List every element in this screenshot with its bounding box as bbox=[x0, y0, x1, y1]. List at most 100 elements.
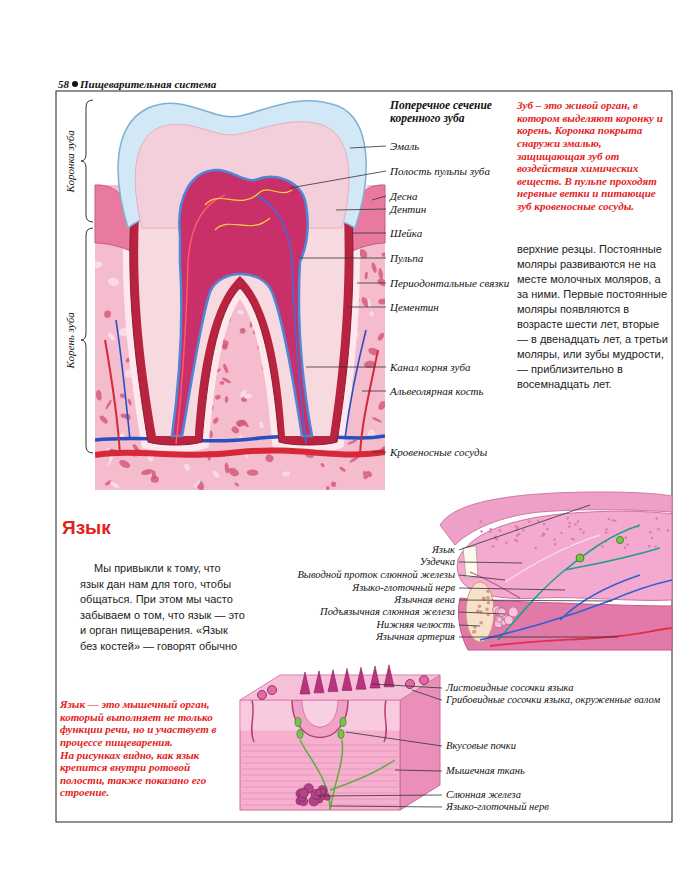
bone-pore bbox=[109, 480, 121, 490]
part-label: Язычная артерия bbox=[376, 631, 455, 643]
bone-pore bbox=[478, 605, 482, 609]
bone-pore bbox=[247, 469, 259, 476]
bone-pore bbox=[239, 389, 248, 398]
bone-pore bbox=[107, 277, 120, 287]
section-heading: Язык bbox=[62, 518, 111, 539]
leader-line bbox=[459, 505, 590, 550]
papilla-dot bbox=[516, 540, 519, 543]
leader-line bbox=[352, 233, 386, 234]
bone-pore bbox=[367, 299, 371, 308]
foliate-papilla bbox=[384, 665, 394, 687]
papilla-dot bbox=[489, 530, 492, 533]
bone-pore bbox=[472, 630, 476, 634]
bone-pore bbox=[326, 486, 330, 490]
papilla-dot bbox=[560, 532, 563, 535]
part-label: Шейка bbox=[390, 227, 422, 240]
bone-pore bbox=[482, 597, 486, 601]
foliate-papilla bbox=[300, 672, 310, 694]
pulp-nerve bbox=[205, 190, 292, 230]
part-label: Выводной проток слюнной железы bbox=[297, 569, 455, 581]
leader-line bbox=[459, 612, 505, 614]
papilla-dot bbox=[605, 531, 608, 534]
muscle-fiber bbox=[242, 757, 398, 758]
leader-line bbox=[459, 600, 612, 601]
block-front bbox=[240, 700, 400, 810]
bone-pore bbox=[479, 621, 483, 625]
bone-pore bbox=[239, 328, 246, 335]
bone-pore bbox=[221, 376, 231, 384]
salivary-gland bbox=[324, 794, 330, 800]
bone-pore bbox=[103, 310, 111, 319]
salivary-gland bbox=[497, 617, 503, 623]
part-label: Мышечная ткань bbox=[446, 765, 525, 777]
papilla-dot bbox=[657, 528, 660, 531]
bone-pore bbox=[237, 420, 245, 428]
tongue-illustration bbox=[440, 492, 672, 650]
part-label: Альвеолярная кость bbox=[390, 385, 484, 398]
muscle-fiber bbox=[242, 745, 398, 746]
bone-pore bbox=[487, 601, 491, 605]
papilla-dot bbox=[541, 535, 544, 538]
leader-line bbox=[372, 196, 386, 200]
papilla-dot bbox=[571, 537, 574, 540]
part-label: Канал корня зуба bbox=[390, 361, 471, 374]
bone-pore bbox=[347, 439, 358, 445]
fungiform-papilla bbox=[420, 676, 429, 685]
bone-pore bbox=[370, 262, 377, 274]
bone-pore bbox=[107, 455, 114, 466]
papilla-dot bbox=[605, 528, 608, 531]
page-number: 58 bbox=[58, 78, 69, 91]
bone-pore bbox=[378, 299, 385, 305]
part-label: Нижняя челюсть bbox=[377, 619, 455, 631]
leader-line bbox=[412, 690, 442, 700]
part-label: Слюнная железа bbox=[446, 789, 521, 801]
bone-pore bbox=[212, 417, 220, 425]
papilla-dot bbox=[582, 531, 585, 534]
salivary-gland bbox=[498, 608, 506, 616]
papilla-dot bbox=[612, 519, 615, 522]
body-text: Мы привыкли к тому, что язык дан нам для… bbox=[80, 561, 245, 654]
body-text: верхние резцы. Постоянные моляры развива… bbox=[517, 242, 670, 392]
salivary-duct bbox=[505, 535, 600, 582]
bone-pore bbox=[236, 309, 244, 315]
bone-pore bbox=[363, 470, 367, 476]
page-frame bbox=[56, 81, 672, 822]
papilla-dot bbox=[608, 518, 611, 521]
papilla-dot bbox=[568, 522, 571, 525]
papilla-dot bbox=[655, 517, 658, 520]
nerve-ganglion bbox=[576, 554, 584, 562]
nerve bbox=[300, 740, 395, 810]
leader-line bbox=[459, 562, 522, 563]
bone-pore bbox=[330, 481, 336, 487]
foliate-papilla bbox=[342, 668, 352, 690]
papilla-trench bbox=[292, 700, 348, 738]
part-label: Периодонтальные связки bbox=[390, 277, 509, 290]
tooth-illustration bbox=[90, 101, 390, 492]
part-label: Языко-глоточный нерв bbox=[352, 582, 455, 594]
papilla-dot bbox=[495, 538, 498, 541]
salivary-gland bbox=[315, 789, 321, 795]
papilla-dot bbox=[624, 536, 627, 539]
part-label: Дентин bbox=[390, 203, 426, 216]
block-top bbox=[240, 675, 440, 700]
papilla-dot bbox=[553, 538, 556, 541]
note-text: На рисунках видно, как язык крепится вну… bbox=[60, 749, 232, 800]
bone-pore bbox=[141, 468, 154, 476]
root-bracket bbox=[81, 228, 93, 453]
part-label: Подъязычная слюнная железа bbox=[320, 606, 455, 618]
leader-line bbox=[362, 391, 386, 392]
papilla-dot bbox=[546, 528, 549, 531]
bone-pore bbox=[227, 466, 241, 478]
bone-pore bbox=[234, 482, 240, 487]
bracket-label: Корень зуба bbox=[64, 312, 77, 368]
papilla-dot bbox=[534, 546, 537, 549]
bone-pore bbox=[127, 398, 132, 406]
papilla-dot bbox=[528, 520, 531, 523]
salivary-gland bbox=[298, 788, 308, 798]
bone-pore bbox=[473, 630, 477, 634]
bone-pore bbox=[378, 268, 384, 280]
figure-heading: Поперечное сечение коренного зуба bbox=[390, 99, 512, 125]
leader-line bbox=[395, 770, 442, 771]
vein bbox=[95, 436, 385, 441]
